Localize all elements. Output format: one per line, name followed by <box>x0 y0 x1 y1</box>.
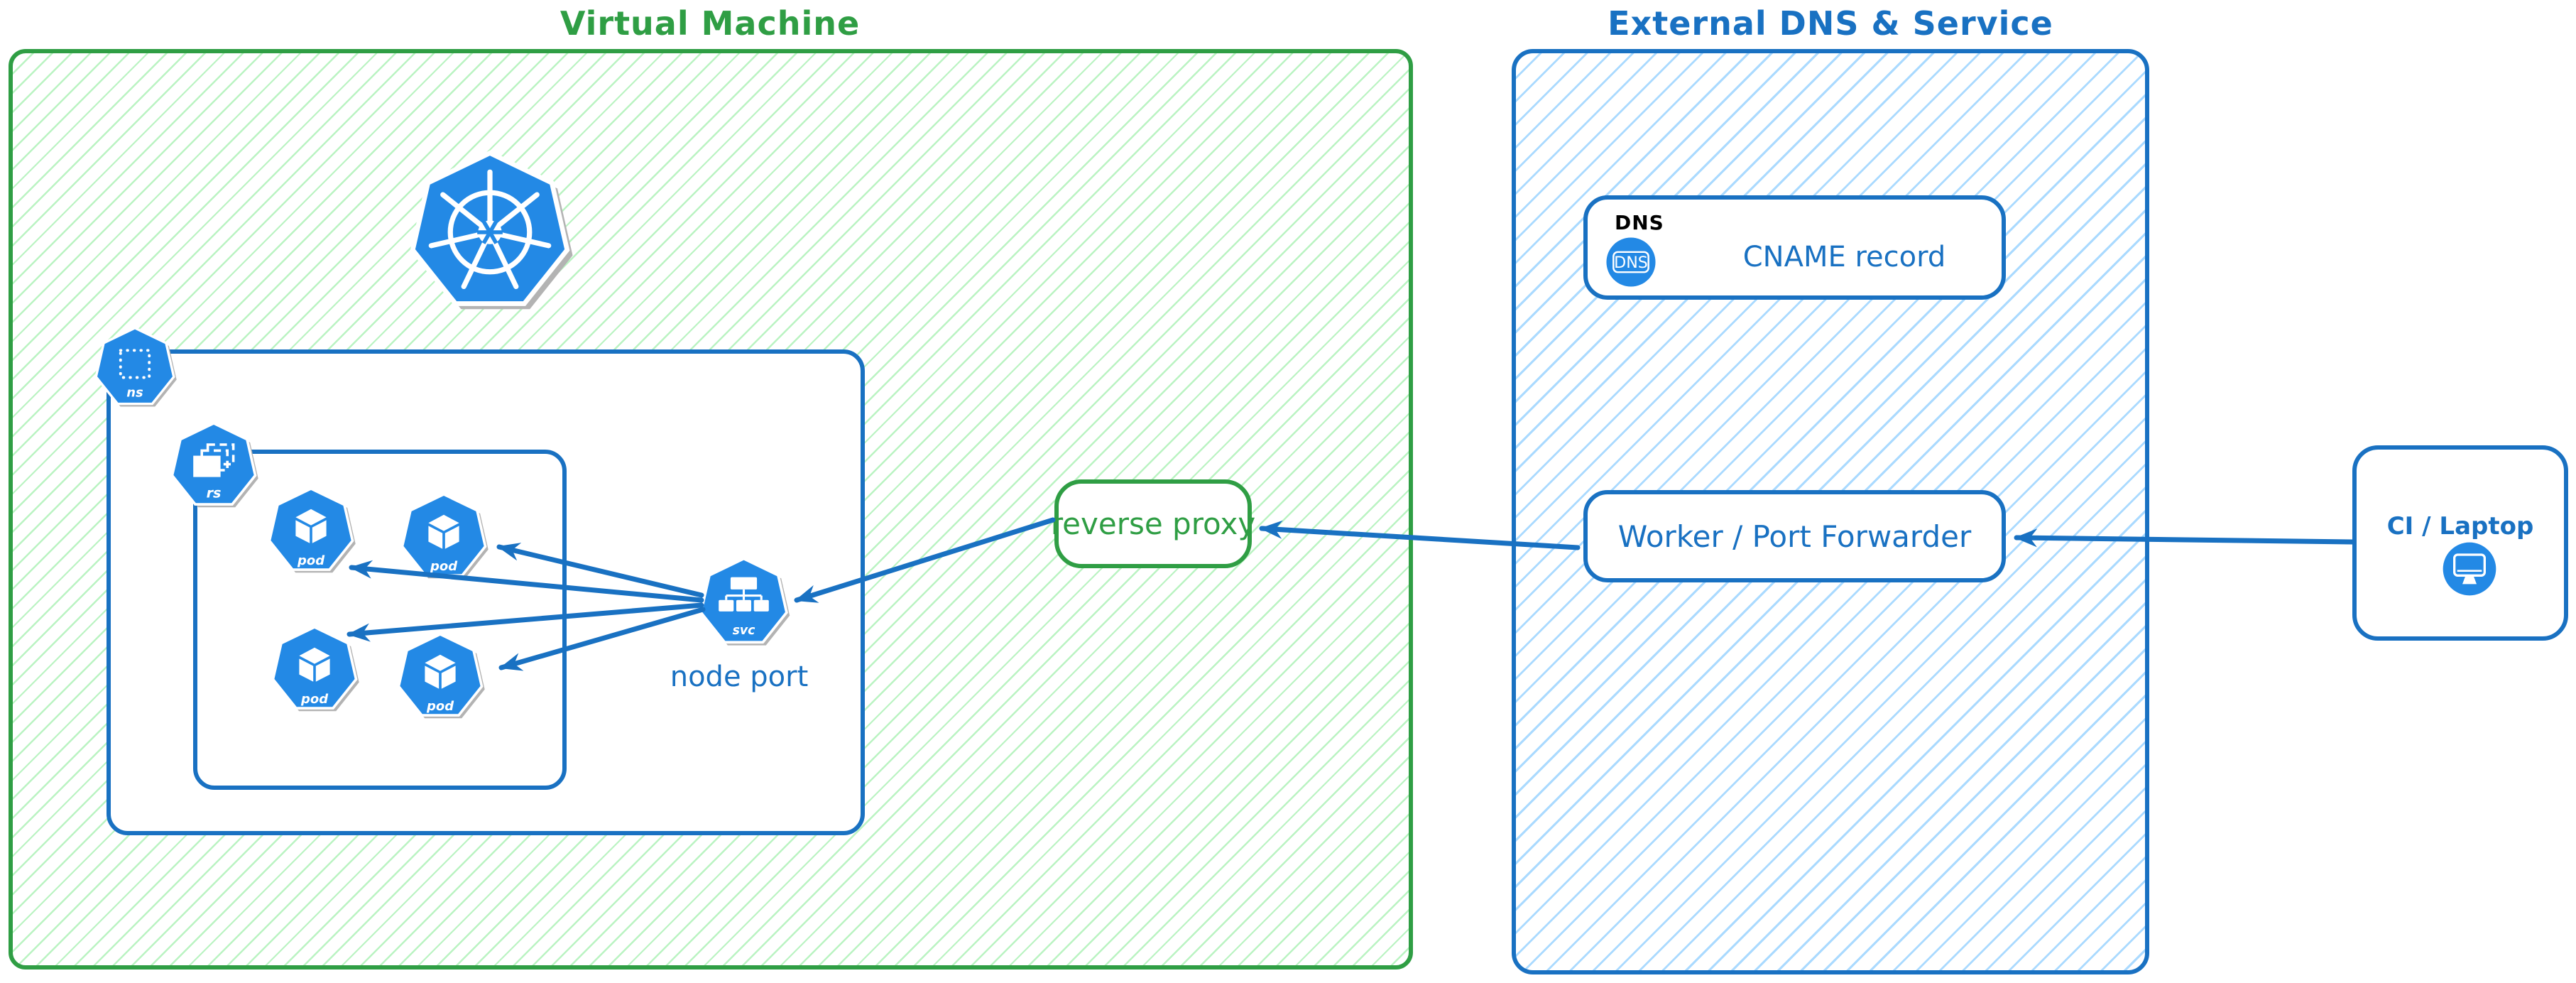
ci-laptop-box: CI / Laptop <box>2352 445 2568 641</box>
replicaset-icon: rs <box>170 422 258 508</box>
stacked-rects-icon <box>193 443 235 477</box>
dotted-square-icon <box>119 349 151 379</box>
tree-icon <box>719 577 769 612</box>
pod-icon: pod <box>271 626 359 712</box>
worker-card: Worker / Port Forwarder <box>1583 490 2006 582</box>
reverse-proxy-label: reverse proxy <box>1050 506 1256 541</box>
external-title: External DNS & Service <box>1608 4 2053 43</box>
svg-text:svc: svc <box>733 624 756 638</box>
cname-record-label: CNAME record <box>1742 241 1946 273</box>
svg-text:ns: ns <box>126 385 143 400</box>
vm-title: Virtual Machine <box>560 4 861 43</box>
dns-card: DNS DNS CNAME record <box>1583 195 2006 300</box>
cube-icon <box>428 514 459 549</box>
worker-label: Worker / Port Forwarder <box>1617 518 1972 554</box>
pod-icon: pod <box>400 493 489 579</box>
svg-text:DNS: DNS <box>1614 254 1648 272</box>
svg-text:pod: pod <box>426 699 454 714</box>
pod-icon: pod <box>397 633 485 719</box>
reverse-proxy-box: reverse proxy <box>1050 479 1256 568</box>
pod-icon: pod <box>268 487 356 573</box>
ci-laptop-label: CI / Laptop <box>2386 512 2534 541</box>
service-icon: svc <box>699 557 790 646</box>
dns-badge-icon: DNS <box>1606 237 1656 287</box>
cube-icon <box>299 647 330 682</box>
dns-tag: DNS <box>1615 211 1664 234</box>
svg-text:pod: pod <box>430 559 458 574</box>
svg-text:rs: rs <box>207 484 222 501</box>
cube-icon <box>295 509 327 543</box>
monitor-icon <box>2443 542 2496 596</box>
node-port-label: node port <box>670 661 809 693</box>
svg-text:pod: pod <box>297 553 325 568</box>
cube-icon <box>425 654 456 689</box>
namespace-icon: ns <box>94 326 177 407</box>
kubernetes-logo <box>410 150 573 310</box>
svg-text:pod: pod <box>300 692 329 707</box>
